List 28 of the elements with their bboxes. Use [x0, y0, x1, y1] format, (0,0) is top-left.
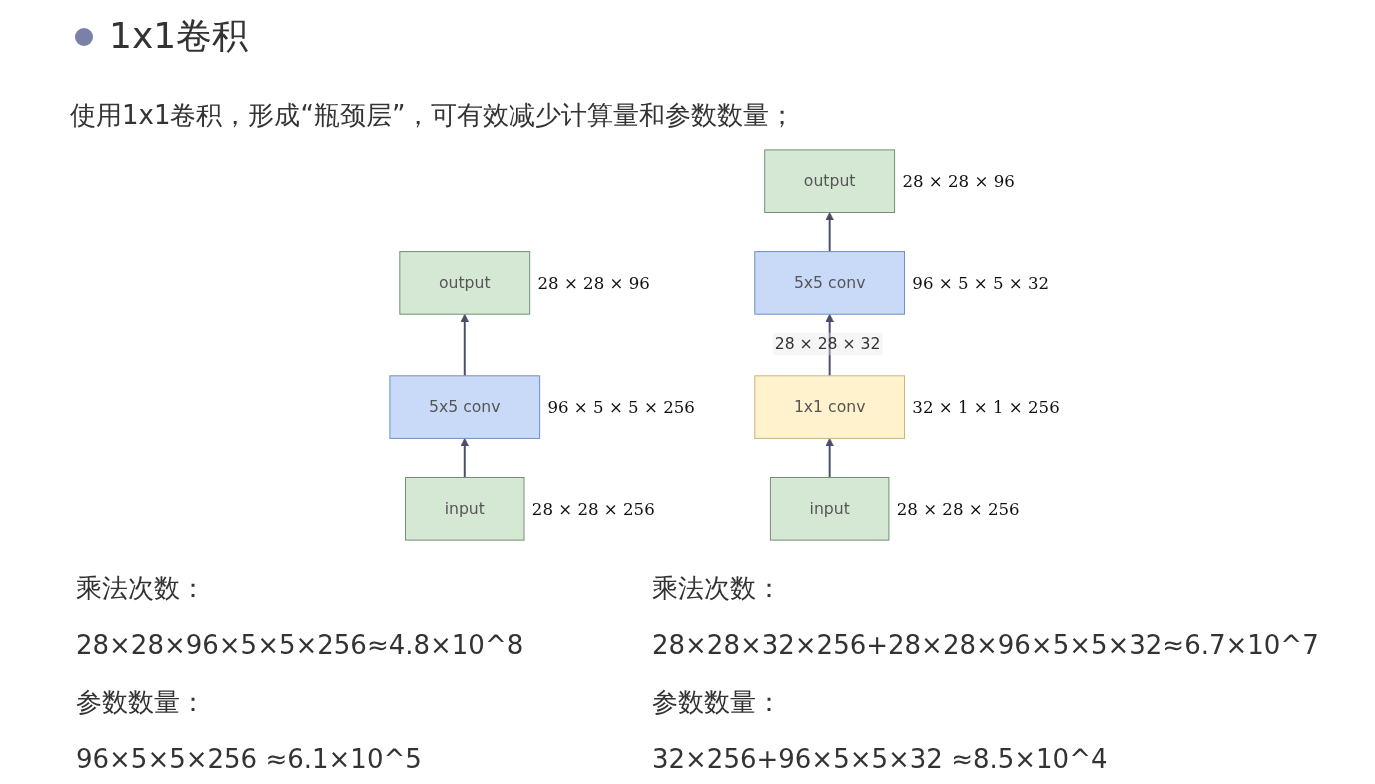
title: 1x1卷积 [109, 14, 249, 58]
node-box: output [764, 149, 896, 213]
node-box: 5x5 conv [754, 251, 906, 315]
formula-text: 96×5×5×256 ≈6.1×10^5 [76, 743, 423, 776]
size-label: 28 × 28 × 96 [902, 172, 1015, 192]
size-label: 96 × 5 × 5 × 256 [547, 397, 695, 417]
size-label: 28 × 28 × 256 [531, 499, 655, 519]
arrow [460, 438, 470, 479]
arrow [825, 438, 835, 479]
heading-text: 乘法次数： [652, 572, 783, 605]
node-box: input [405, 477, 525, 541]
formula-text: 28×28×32×256+28×28×96×5×5×32≈6.7×10^7 [652, 629, 1319, 662]
formula-text: 28×28×96×5×5×256≈4.8×10^8 [76, 629, 524, 662]
size-label: 28 × 28 × 256 [896, 499, 1020, 519]
arrow [825, 212, 835, 253]
node-box: output [399, 251, 531, 315]
size-label: 96 × 5 × 5 × 32 [912, 273, 1050, 293]
heading-text: 参数数量： [652, 686, 783, 719]
node-box: 1x1 conv [754, 375, 906, 439]
size-label: 32 × 1 × 1 × 256 [912, 397, 1060, 417]
bullet-text: 使用1x1卷积，形成“瓶颈层”，可有效减少计算量和参数数量； [70, 99, 796, 132]
heading-text: 参数数量： [76, 686, 207, 719]
size-label: 28 × 28 × 96 [537, 273, 650, 293]
arrow [460, 313, 470, 377]
heading-text: 乘法次数： [76, 572, 207, 605]
node-box: input [770, 477, 890, 541]
formula-text: 32×256+96×5×5×32 ≈8.5×10^4 [652, 743, 1109, 776]
node-box: 5x5 conv [389, 375, 541, 439]
